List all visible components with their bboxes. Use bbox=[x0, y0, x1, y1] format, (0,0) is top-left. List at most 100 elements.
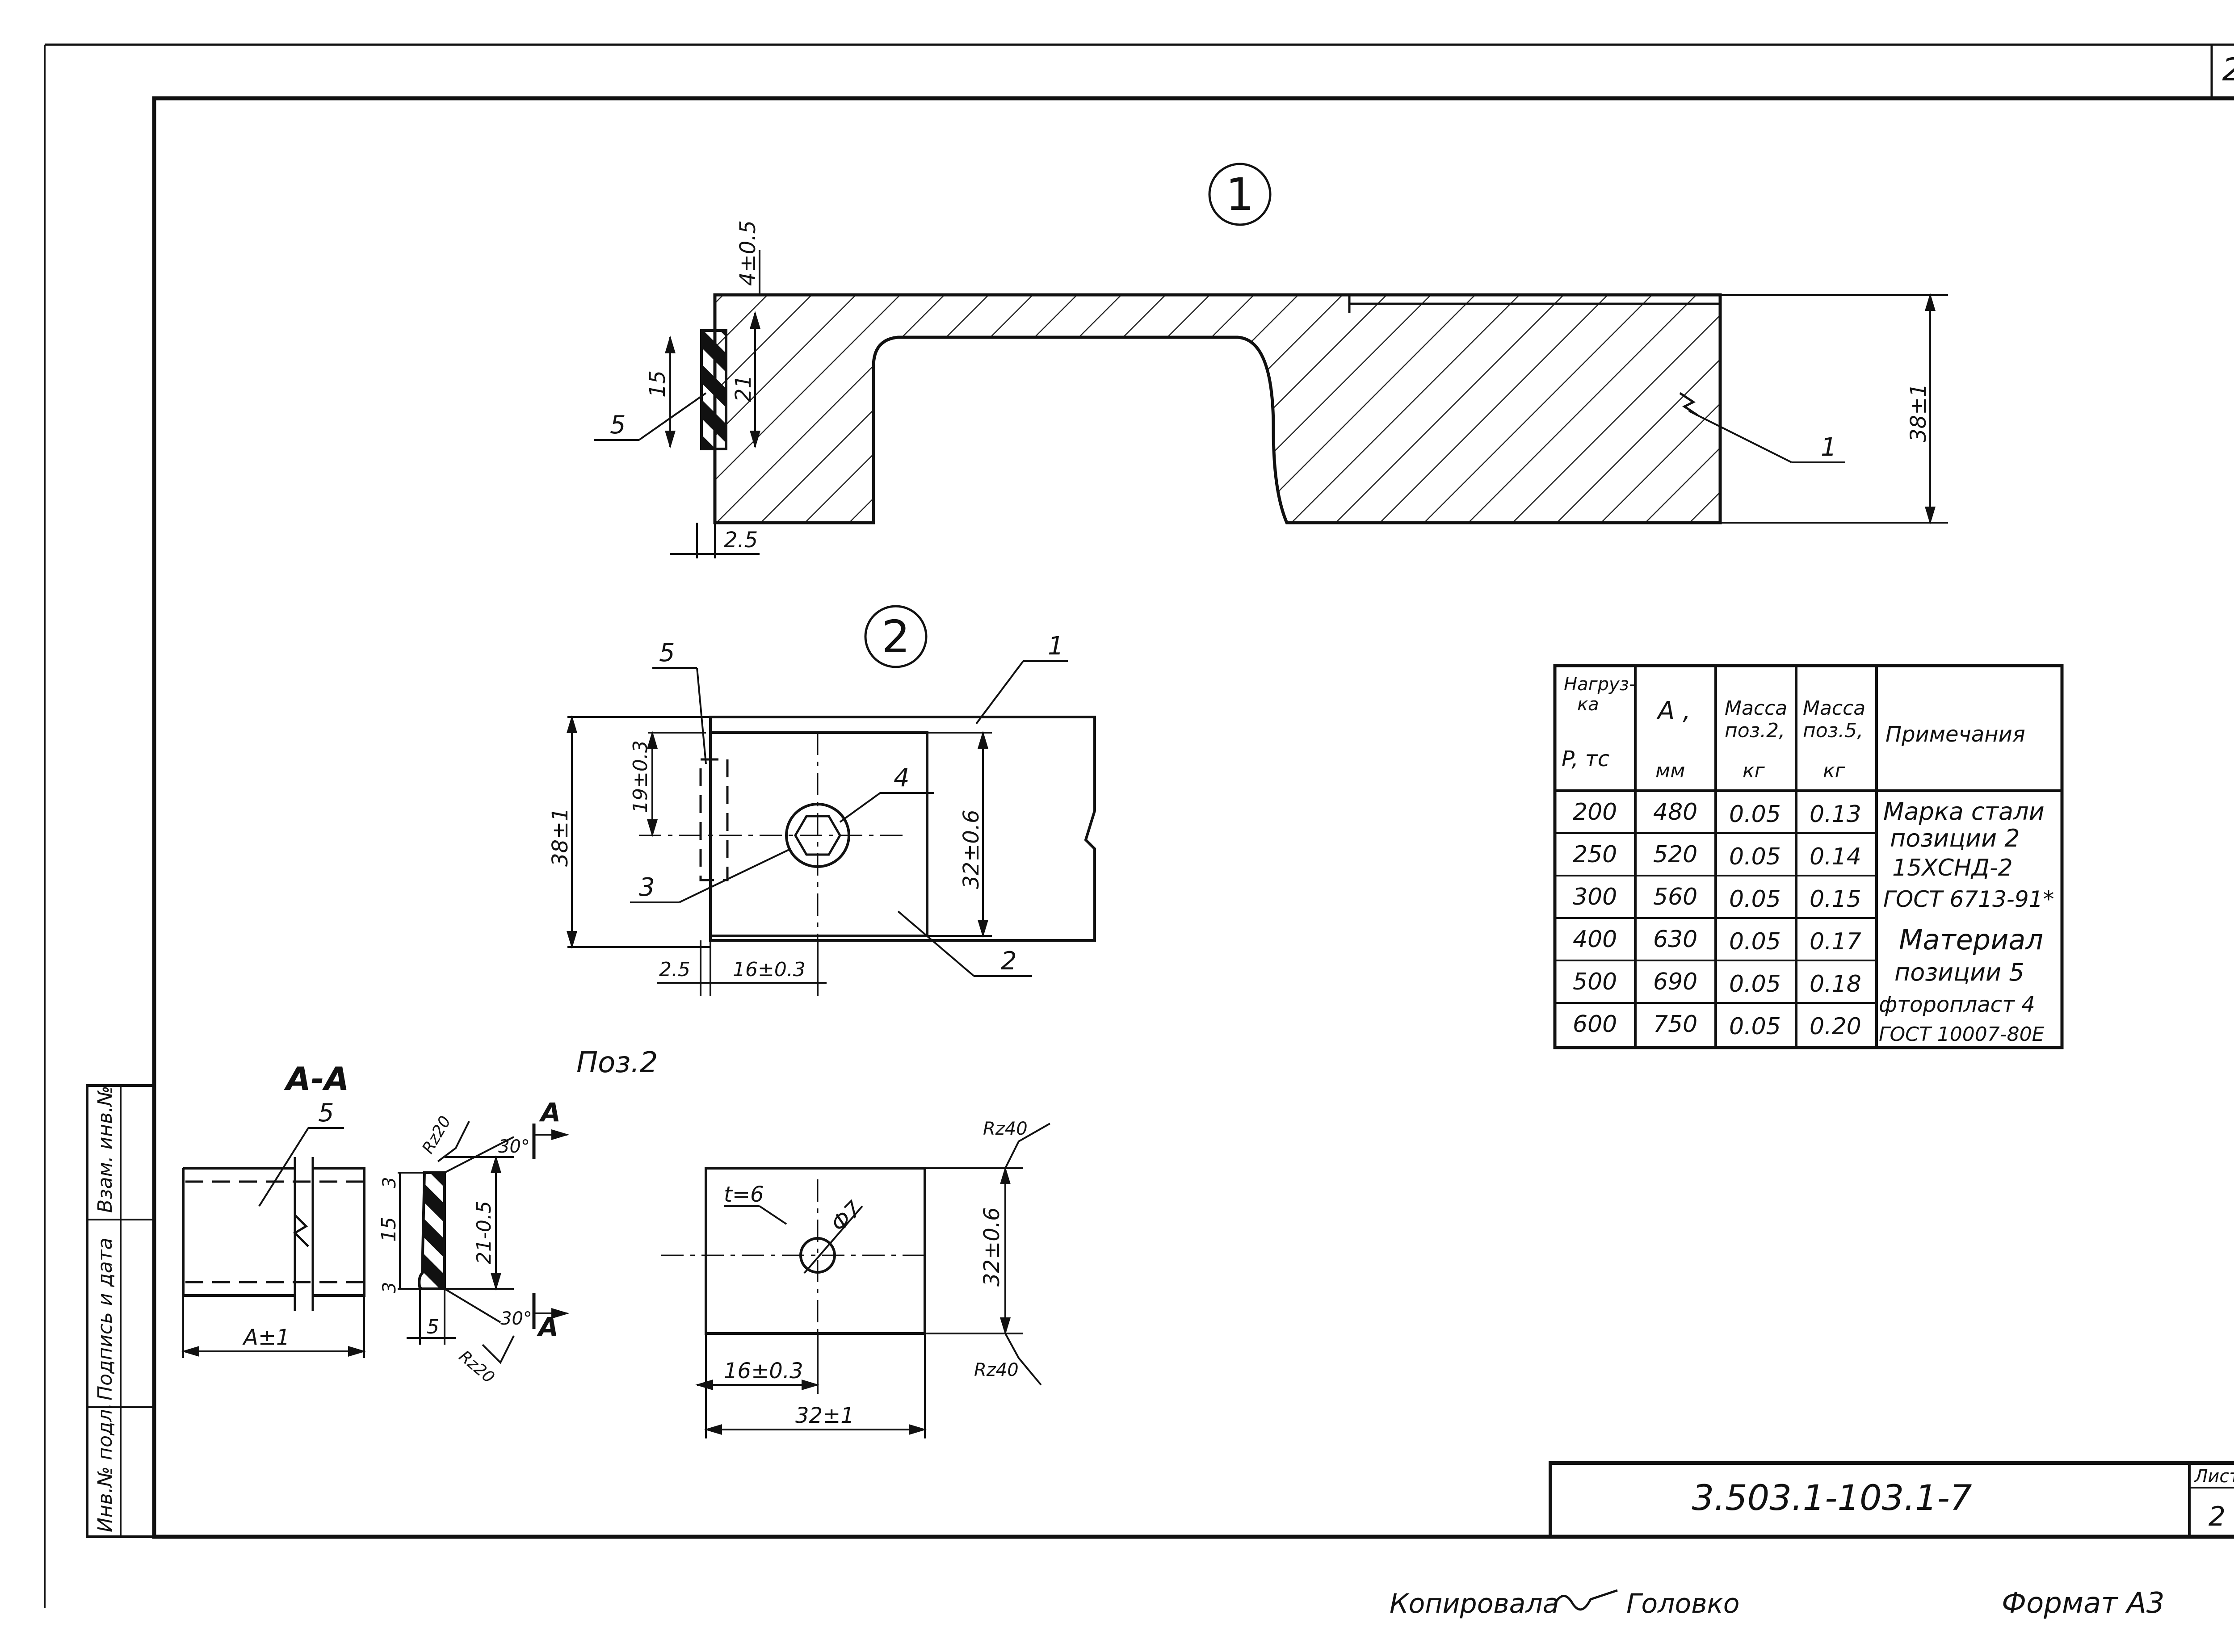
section-aa-strip bbox=[182, 1167, 365, 1297]
view-2-callout-5: 5 bbox=[659, 638, 675, 667]
table-row: 250 520 0.05 0.14 bbox=[1573, 841, 1861, 870]
table-note-line: позиции 5 bbox=[1894, 958, 2024, 986]
section-aa-dim-15: 15 bbox=[378, 1217, 400, 1242]
table-cell: 0.17 bbox=[1810, 928, 1861, 955]
section-aa-insert-profile bbox=[418, 1171, 446, 1290]
view-1-dim-top-offset: 4±0.5 bbox=[735, 220, 760, 286]
table-cell: 0.13 bbox=[1810, 801, 1861, 828]
table-cell: 0.05 bbox=[1729, 801, 1781, 828]
view-1-dim-left-offset: 2.5 bbox=[724, 528, 758, 553]
view-2-dim-height: 38±1 bbox=[548, 808, 573, 867]
sheet-frame bbox=[44, 43, 2234, 1608]
view-2-insert-pos5 bbox=[699, 758, 729, 881]
table-header-m2-2: поз.2, bbox=[1725, 719, 1785, 742]
view-2-plate bbox=[709, 716, 1096, 942]
view-2: 2 38±1 19±0.3 32±0.6 2.5 16±0.3 5 bbox=[548, 605, 1096, 996]
view-1-dim-15: 15 bbox=[645, 370, 670, 398]
section-aa-dim-length: А±1 bbox=[242, 1325, 290, 1350]
view-2-dim-16: 16±0.3 bbox=[733, 958, 806, 981]
stamp-vzam-inv: Взам. инв.№ bbox=[94, 1086, 117, 1213]
table-cell: 0.18 bbox=[1810, 971, 1861, 998]
view-2-part-pos2 bbox=[709, 731, 928, 937]
table-cell: 0.14 bbox=[1810, 843, 1861, 870]
view-1-marker: 1 bbox=[1226, 168, 1254, 221]
table-row: 400 630 0.05 0.17 bbox=[1573, 926, 1861, 955]
view-1-dim-21: 21 bbox=[731, 375, 756, 402]
footer-copier-name: Головко bbox=[1626, 1588, 1740, 1619]
part-pos2: Поз.2 Ф7 t=6 32±0.6 16±0.3 32±1 Rz40 Rz4… bbox=[576, 1046, 1050, 1438]
section-aa-cut-mark-bottom: А bbox=[537, 1312, 558, 1342]
table-cell: 500 bbox=[1573, 969, 1617, 995]
table-cell: 520 bbox=[1653, 841, 1697, 868]
table-note-line: фторопласт 4 bbox=[1879, 992, 2035, 1017]
table-cell: 690 bbox=[1653, 969, 1697, 995]
section-aa-dim-top-3: 3 bbox=[379, 1177, 400, 1188]
stamp-inv-podl: Инв.№ подл. bbox=[94, 1403, 117, 1532]
table-header-m2-1: Масса bbox=[1725, 697, 1787, 720]
table-cell: 630 bbox=[1653, 926, 1697, 953]
table-note-line: 15ХСНД-2 bbox=[1892, 855, 2013, 881]
view-2-dim-19: 19±0.3 bbox=[629, 740, 652, 813]
section-aa-callout-5: 5 bbox=[318, 1099, 334, 1128]
view-2-dim-32: 32±0.6 bbox=[959, 809, 984, 889]
table-header-m5-3: кг bbox=[1823, 759, 1846, 782]
title-block-sheet-label: Лист bbox=[2193, 1466, 2234, 1487]
corner-sheet-number: 27 bbox=[2222, 51, 2234, 88]
table-header-a-2: мм bbox=[1655, 759, 1685, 782]
table-cell: 0.05 bbox=[1729, 971, 1781, 998]
view-2-callout-2: 2 bbox=[1001, 947, 1017, 976]
section-aa: А-А А±1 5 3 15 3 21-0.5 5 bbox=[181, 1060, 569, 1387]
table-note-line: Материал bbox=[1899, 923, 2043, 956]
part-pos2-hole bbox=[799, 1237, 836, 1274]
title-block-doc-code: 3.503.1-103.1-7 bbox=[1692, 1478, 1972, 1518]
view-1-body bbox=[713, 293, 1722, 524]
table-cell: 200 bbox=[1573, 799, 1617, 826]
section-aa-dim-21: 21-0.5 bbox=[473, 1201, 496, 1264]
table-cell: 560 bbox=[1653, 884, 1697, 910]
section-aa-angle-bottom: 30° bbox=[500, 1308, 532, 1329]
view-1-callout-1: 1 bbox=[1821, 433, 1837, 462]
table-note-line: ГОСТ 10007-80Е bbox=[1879, 1023, 2045, 1046]
table-cell: 400 bbox=[1573, 926, 1617, 953]
part-pos2-rz-bottom: Rz40 bbox=[974, 1360, 1019, 1380]
table-cell: 250 bbox=[1573, 841, 1617, 868]
part-pos2-dim-height: 32±0.6 bbox=[979, 1207, 1004, 1287]
stamp-signature-date: Подпись и дата bbox=[94, 1238, 117, 1400]
table-note-line: позиции 2 bbox=[1890, 824, 2020, 852]
load-table: Нагруз- ка P, тс А , мм Масса поз.2, кг … bbox=[1553, 664, 2064, 1049]
part-pos2-thickness: t=6 bbox=[724, 1182, 764, 1207]
table-cell: 600 bbox=[1573, 1011, 1617, 1038]
side-stamp: Взам. инв.№ Подпись и дата Инв.№ подл. bbox=[86, 1084, 155, 1538]
table-header-a-1: А , bbox=[1656, 696, 1691, 725]
table-cell: 0.05 bbox=[1729, 886, 1781, 913]
view-1-insert-pos5 bbox=[700, 329, 727, 450]
part-pos2-dim-16: 16±0.3 bbox=[724, 1358, 803, 1384]
table-header-m5-1: Масса bbox=[1803, 697, 1865, 720]
copier-signature bbox=[1554, 1589, 1618, 1611]
table-cell: 0.05 bbox=[1729, 928, 1781, 955]
section-aa-angle-top: 30° bbox=[498, 1136, 530, 1157]
table-cell: 0.15 bbox=[1810, 886, 1861, 913]
view-2-callout-1: 1 bbox=[1048, 632, 1064, 661]
table-cell: 0.05 bbox=[1729, 1013, 1781, 1040]
part-pos2-hole-label: Ф7 bbox=[826, 1196, 867, 1237]
table-cell: 0.20 bbox=[1810, 1013, 1861, 1040]
part-pos2-plate bbox=[705, 1167, 926, 1335]
footer: Копировала Головко Формат А3 bbox=[1390, 1587, 2165, 1620]
view-1: 1 4±0.5 15 21 2.5 38±1 5 1 bbox=[594, 163, 1948, 558]
title-block-sheet-number: 2 bbox=[2209, 1501, 2226, 1532]
view-1-dim-height: 38±1 bbox=[1906, 383, 1931, 442]
title-block: 3.503.1-103.1-7 Лист 2 bbox=[1549, 1461, 2234, 1539]
table-cell: 480 bbox=[1653, 799, 1697, 826]
table-row: 200 480 0.05 0.13 bbox=[1573, 799, 1861, 828]
table-note-line: ГОСТ 6713-91* bbox=[1883, 886, 2054, 912]
view-2-callout-3: 3 bbox=[639, 873, 655, 902]
view-1-callout-5: 5 bbox=[610, 411, 626, 440]
table-header-m5-2: поз.5, bbox=[1803, 719, 1863, 742]
table-cell: 0.05 bbox=[1729, 843, 1781, 870]
section-aa-dim-5: 5 bbox=[427, 1316, 439, 1338]
table-header-load-1: Нагруз- bbox=[1564, 674, 1635, 695]
view-2-marker: 2 bbox=[882, 611, 910, 663]
view-2-callout-4: 4 bbox=[894, 763, 910, 792]
